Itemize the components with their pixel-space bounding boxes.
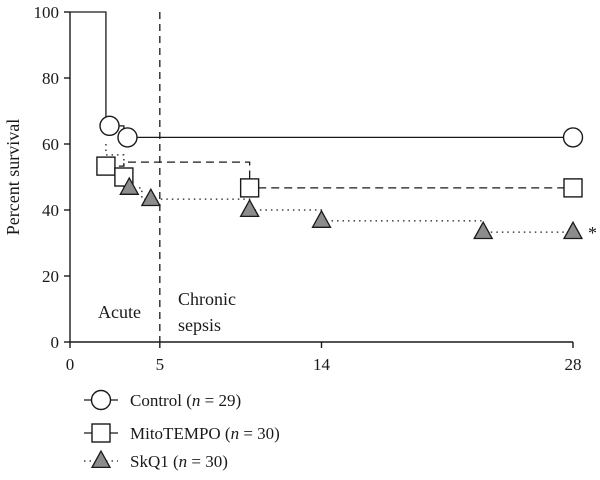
data-point-skq1 bbox=[311, 209, 332, 228]
y-tick-label: 80 bbox=[42, 69, 59, 88]
series-line-mitotempo bbox=[105, 161, 573, 189]
x-tick-label: 5 bbox=[156, 355, 165, 374]
phase-annotations: Acute Chronic sepsis bbox=[98, 289, 236, 335]
legend-label-control: Control (n = 29) bbox=[130, 391, 241, 410]
data-point-mitotempo bbox=[239, 178, 260, 198]
y-tick-label: 20 bbox=[42, 267, 59, 286]
data-point-skq1 bbox=[239, 198, 260, 218]
data-point-control bbox=[99, 115, 120, 137]
data-point-mitotempo bbox=[96, 156, 116, 176]
x-tick-label: 28 bbox=[565, 355, 582, 374]
data-point-skq1 bbox=[473, 220, 494, 240]
data-point-mitotempo bbox=[563, 178, 583, 198]
legend-label-skq1: SkQ1 (n = 30) bbox=[130, 452, 228, 471]
legend-marker-mitotempo bbox=[91, 423, 111, 443]
data-point-control bbox=[117, 127, 138, 148]
y-tick-label: 40 bbox=[42, 201, 59, 220]
data-point-skq1 bbox=[119, 176, 140, 195]
legend: Control (n = 29) MitoTEMPO (n = 30) SkQ1 (… bbox=[84, 389, 280, 471]
series-line-control bbox=[70, 11, 573, 139]
x-tick-label: 14 bbox=[313, 355, 331, 374]
data-point-skq1 bbox=[562, 220, 584, 240]
y-tick-label: 0 bbox=[51, 333, 60, 352]
legend-marker-control bbox=[90, 389, 112, 411]
y-axis-title: Percent survival bbox=[3, 119, 23, 235]
legend-marker-skq1 bbox=[90, 449, 112, 469]
x-tick-label: 0 bbox=[66, 355, 75, 374]
y-tick-label: 100 bbox=[34, 3, 60, 22]
significance-marker: * bbox=[588, 223, 597, 243]
data-point-control bbox=[562, 127, 584, 148]
annotation-sepsis: sepsis bbox=[178, 315, 221, 335]
data-point-skq1 bbox=[140, 187, 161, 207]
axes: 0 20 40 60 80 100 0 5 14 28 bbox=[34, 3, 582, 374]
y-tick-label: 60 bbox=[42, 135, 59, 154]
annotation-acute: Acute bbox=[98, 302, 141, 322]
legend-label-mitotempo: MitoTEMPO (n = 30) bbox=[130, 424, 280, 443]
annotation-chronic: Chronic bbox=[178, 289, 236, 309]
series-markers bbox=[96, 115, 584, 240]
